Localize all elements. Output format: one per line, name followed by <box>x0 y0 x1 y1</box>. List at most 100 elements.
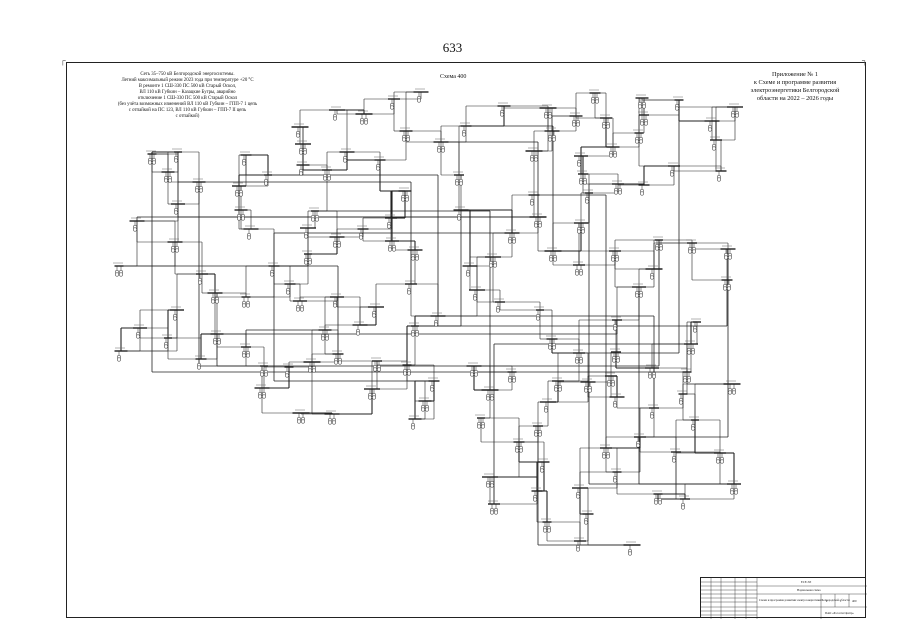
substation-symbol <box>293 297 307 312</box>
substation-symbol <box>129 217 145 232</box>
substation-symbol <box>720 245 736 260</box>
substation-symbol <box>513 438 525 453</box>
substation-symbol <box>648 404 659 419</box>
substation-symbol <box>633 129 644 144</box>
substation-symbol <box>670 448 681 463</box>
stamp-stage: Р <box>826 599 828 603</box>
substation-symbol <box>303 358 321 373</box>
substation-symbol <box>162 334 172 349</box>
substation-symbol <box>481 386 499 401</box>
substation-symbol <box>170 306 184 321</box>
substation-symbol <box>611 316 622 331</box>
substation-symbol <box>167 238 183 253</box>
substation-symbol <box>539 104 557 119</box>
annex-line: к Схеме и программе развития <box>753 79 837 86</box>
note-line: ВЛ 110 кВ Губкин – Казацкие Бугры, авари… <box>139 90 236 95</box>
substation-symbol <box>291 123 309 138</box>
substation-symbol <box>407 246 423 261</box>
substation-symbol <box>574 152 588 167</box>
substation-symbol <box>534 306 544 321</box>
title-block-stamp: ЕСЕ.ЭЛ Нормальная схема Схема и программ… <box>700 577 867 619</box>
substation-symbol <box>469 286 485 301</box>
substation-symbol <box>295 140 311 155</box>
substation-symbol <box>171 200 185 215</box>
substation-symbol <box>653 236 664 251</box>
substation-symbol <box>600 114 612 129</box>
substation-symbol <box>300 224 316 239</box>
substation-symbol <box>240 151 252 166</box>
substation-symbol <box>339 148 355 163</box>
scheme-title: Схема 400 <box>440 74 467 80</box>
substation-symbol <box>355 110 373 125</box>
substation-symbol <box>430 312 446 327</box>
substation-symbol <box>296 161 310 176</box>
substation-symbol <box>388 95 400 110</box>
title-block-grid <box>701 578 867 619</box>
substation-symbol <box>612 180 624 195</box>
stamp-doc-code: ЕСЕ.ЭЛ <box>801 580 812 584</box>
substation-symbol <box>677 390 688 405</box>
annex-caption: Приложение № 1 к Схеме и программе разви… <box>735 71 855 103</box>
substation-symbol <box>453 171 464 186</box>
substation-symbol <box>635 94 649 109</box>
note-line: (без учёта возможных изменений ВЛ 110 кВ… <box>117 102 258 107</box>
substation-symbol <box>332 350 344 365</box>
substation-symbol <box>574 537 586 552</box>
substation-symbol <box>552 377 564 392</box>
annex-line: Приложение № 1 <box>771 71 819 78</box>
substation-symbol <box>371 357 382 372</box>
substation-symbol <box>606 143 620 158</box>
substation-symbol <box>574 219 588 234</box>
note-line: В ремонте 1 СШ-330 ПС 500 кВ Старый Оско… <box>138 84 237 89</box>
substation-symbol <box>405 280 417 295</box>
substation-symbol <box>258 362 269 377</box>
substation-symbol <box>715 167 727 182</box>
substation-symbol <box>324 410 340 425</box>
substation-symbol <box>710 136 722 151</box>
substation-symbol <box>497 102 511 117</box>
substation-symbol <box>531 487 543 502</box>
substation-symbol <box>192 178 206 193</box>
substation-symbol <box>374 156 386 171</box>
substation-symbol <box>583 189 593 204</box>
substation-symbol <box>433 138 449 153</box>
substation-symbol <box>573 261 585 276</box>
substation-symbol <box>413 88 429 103</box>
substation-symbol <box>609 393 625 408</box>
substation-symbol <box>114 347 128 362</box>
annex-line: электроэнергетики Белгородской <box>750 87 840 94</box>
substation-symbol <box>582 510 594 525</box>
substation-symbol <box>589 89 601 104</box>
substation-symbol <box>195 355 207 370</box>
substation-symbol <box>673 96 684 111</box>
substation-symbol <box>309 207 320 222</box>
substation-symbol <box>569 112 583 127</box>
electrical-network <box>119 91 736 546</box>
substation-symbol <box>408 415 422 430</box>
substation-symbol <box>572 484 588 499</box>
substation-symbol <box>544 247 562 262</box>
substation-symbol <box>428 377 440 392</box>
stamp-sheets: 400 <box>852 599 857 603</box>
note-line: с отпайкой) <box>175 114 200 119</box>
substation-symbol <box>243 225 259 240</box>
substation-symbol <box>691 318 701 333</box>
substation-symbol <box>645 265 663 280</box>
substations <box>113 88 743 556</box>
substation-symbol <box>573 349 585 364</box>
substation-symbol <box>302 250 313 265</box>
page-number: 633 <box>442 40 463 55</box>
substation-symbol <box>727 103 743 118</box>
substation-symbol <box>329 106 345 121</box>
substation-symbol <box>318 326 332 341</box>
substation-symbol <box>283 363 294 378</box>
substation-symbol <box>506 368 517 383</box>
substation-symbol <box>525 147 543 162</box>
substation-symbol <box>401 361 412 376</box>
substation-symbol <box>196 270 208 285</box>
substation-symbol <box>161 168 175 183</box>
substation-symbol <box>611 468 622 483</box>
substation-symbol <box>714 449 726 464</box>
substation-symbol <box>679 495 690 510</box>
